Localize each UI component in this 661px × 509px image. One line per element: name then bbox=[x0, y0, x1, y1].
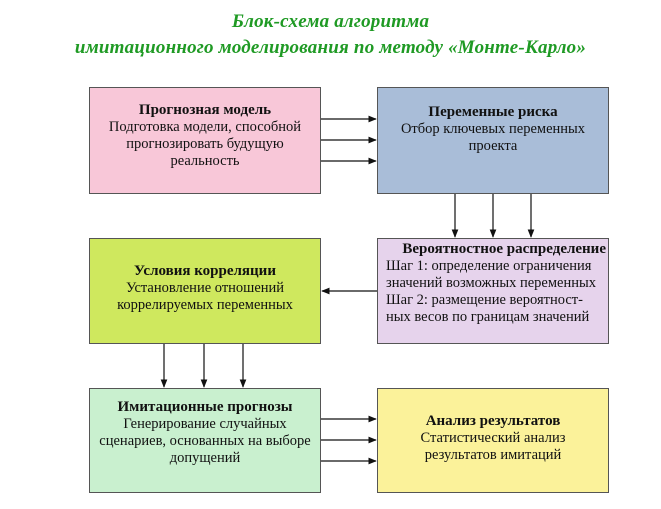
box-results-analysis: Анализ результатов Статистический анализ… bbox=[377, 388, 609, 493]
box-simulation-forecasts: Имитационные прогнозы Генерирование случ… bbox=[89, 388, 321, 493]
box-probability-line-2: значений возможных переменных bbox=[386, 275, 596, 291]
box-risk-variables-line-1: Отбор ключевых переменных bbox=[400, 121, 586, 137]
box-correlation-heading: Условия корреляции bbox=[134, 263, 276, 279]
box-forecast-model-line-1: Подготовка модели, способной bbox=[108, 119, 302, 135]
box-probability-distribution: Вероятностное распределение Шаг 1: опред… bbox=[377, 238, 609, 344]
box-forecast-model-heading: Прогнозная модель bbox=[138, 102, 272, 118]
box-simulation-line-1: Генерирование случайных bbox=[123, 416, 287, 432]
diagram-title-line2: имитационного моделирования по методу «М… bbox=[74, 37, 587, 58]
box-correlation-line-2: коррелируемых переменных bbox=[117, 297, 293, 313]
box-analysis-line-1: Статистический анализ bbox=[420, 430, 566, 446]
box-correlation: Условия корреляции Установление отношени… bbox=[89, 238, 321, 344]
box-simulation-heading: Имитационные прогнозы bbox=[117, 399, 293, 415]
box-forecast-model-line-2: прогнозировать будущую bbox=[126, 136, 284, 152]
box-forecast-model: Прогнозная модель Подготовка модели, спо… bbox=[89, 87, 321, 194]
box-risk-variables-heading: Переменные риска bbox=[428, 104, 558, 120]
box-analysis-heading: Анализ результатов bbox=[425, 413, 561, 429]
diagram-title-line1: Блок-схема алгоритма bbox=[231, 11, 430, 32]
box-probability-heading: Вероятностное распределение bbox=[402, 241, 606, 257]
box-probability-line-3: Шаг 2: размещение вероятност- bbox=[386, 292, 583, 308]
box-risk-variables: Переменные риска Отбор ключевых переменн… bbox=[377, 87, 609, 194]
box-correlation-line-1: Установление отношений bbox=[125, 280, 285, 296]
box-simulation-line-2: сценариев, основанных на выборе bbox=[99, 433, 311, 449]
box-forecast-model-line-3: реальность bbox=[170, 153, 240, 169]
box-risk-variables-line-2: проекта bbox=[468, 138, 518, 154]
box-probability-line-4: ных весов по границам значений bbox=[386, 309, 590, 325]
box-simulation-line-3: допущений bbox=[169, 450, 241, 466]
box-analysis-line-2: результатов имитаций bbox=[424, 447, 562, 463]
box-probability-line-1: Шаг 1: определение ограничения bbox=[386, 258, 592, 274]
